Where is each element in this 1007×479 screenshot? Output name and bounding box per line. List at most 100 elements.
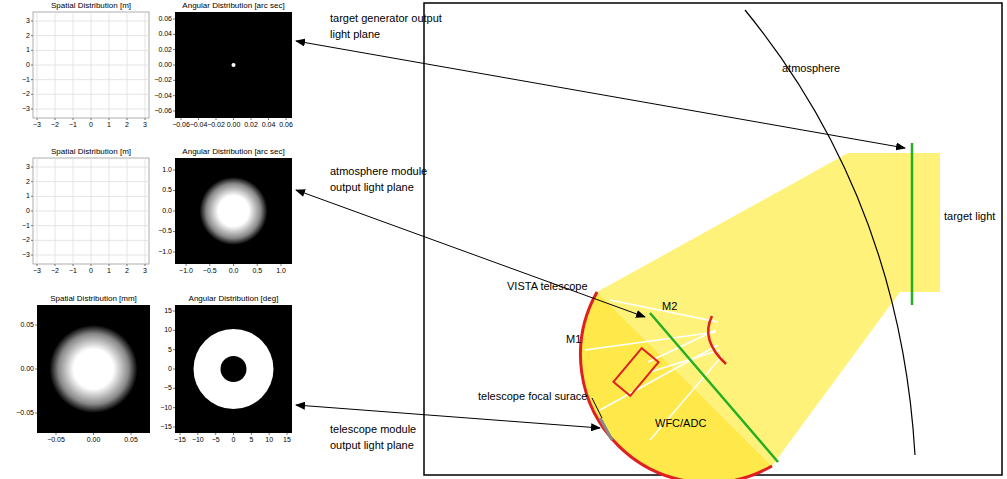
light-plane xyxy=(650,313,778,462)
tick-label: −3 xyxy=(33,121,41,129)
tick xyxy=(173,407,175,408)
tick xyxy=(173,65,175,66)
grid-line xyxy=(33,225,149,226)
tick-label: −5 xyxy=(212,436,220,444)
tick-label: −15 xyxy=(160,423,172,431)
tick-label: 0.06 xyxy=(279,121,293,129)
tick-label: 0 xyxy=(232,436,236,444)
frame xyxy=(424,3,1002,475)
part-label: WFC/ADC xyxy=(655,417,706,430)
tick xyxy=(173,190,175,191)
tick-label: 2 xyxy=(125,267,129,275)
tick-label: −1.0 xyxy=(158,248,172,256)
tick xyxy=(173,231,175,232)
grid-line xyxy=(33,240,149,241)
tick xyxy=(145,118,146,120)
tick xyxy=(127,118,128,120)
grid-line xyxy=(33,167,149,168)
plot-area xyxy=(33,12,149,118)
tick-label: 0.00 xyxy=(87,436,101,444)
tick xyxy=(209,264,210,266)
part-label: VISTA telescope xyxy=(507,280,588,293)
tick xyxy=(56,433,57,435)
tick xyxy=(233,264,234,266)
tick-label: 0 xyxy=(89,121,93,129)
seeing-disk xyxy=(200,177,268,245)
tick xyxy=(73,264,74,266)
tick xyxy=(31,109,33,110)
part-label: telescope focal surace xyxy=(478,390,587,403)
axis-title: Spatial Distribution [m] xyxy=(51,1,131,10)
tick xyxy=(173,49,175,50)
tick-label: 3 xyxy=(143,121,147,129)
tick xyxy=(31,225,33,226)
tick-label: −0.02 xyxy=(154,76,172,84)
axis-title: Angular Distribution [arc sec] xyxy=(182,147,284,156)
tick xyxy=(31,21,33,22)
tick xyxy=(286,118,287,120)
tick xyxy=(173,111,175,112)
tick xyxy=(180,433,181,435)
tick xyxy=(268,118,269,120)
tick-label: 3 xyxy=(143,267,147,275)
tick xyxy=(55,118,56,120)
grid-line xyxy=(33,21,149,22)
tick-label: 0 xyxy=(168,365,172,373)
grid-line xyxy=(33,65,149,66)
grid-line xyxy=(33,50,149,51)
tick-label: −10 xyxy=(160,404,172,412)
tick xyxy=(31,255,33,256)
axis-title: Angular Distribution [deg] xyxy=(189,294,279,303)
tick-label: −10 xyxy=(192,436,204,444)
tick-label: −0.06 xyxy=(172,121,190,129)
tick xyxy=(173,349,175,350)
tick-label: 1 xyxy=(107,267,111,275)
tick xyxy=(37,264,38,266)
callout-text: target generator output light plane xyxy=(330,10,442,42)
tick-label: 1 xyxy=(26,192,30,200)
tick-label: 1.0 xyxy=(276,267,286,275)
tick xyxy=(109,264,110,266)
tick xyxy=(145,264,146,266)
tick-label: 0.05 xyxy=(124,436,138,444)
tick-label: −0.02 xyxy=(207,121,225,129)
tick-label: 0.04 xyxy=(262,121,276,129)
tick-label: −0.06 xyxy=(154,107,172,115)
tick xyxy=(173,252,175,253)
point-source xyxy=(232,63,236,67)
tick-label: −0.05 xyxy=(47,436,65,444)
wfc-adc xyxy=(613,348,658,396)
tick-label: −0.5 xyxy=(203,267,217,275)
beam-label: target light xyxy=(944,210,995,223)
tick-label: 2 xyxy=(125,121,129,129)
m1-mirror xyxy=(581,292,772,479)
tick xyxy=(73,118,74,120)
region-label: atmosphere xyxy=(782,62,840,75)
tick-label: 10 xyxy=(164,326,172,334)
tick xyxy=(173,19,175,20)
tick xyxy=(173,34,175,35)
tick-label: 0 xyxy=(26,61,30,69)
grid-line xyxy=(33,79,149,80)
plot-area xyxy=(175,158,292,264)
tick xyxy=(173,388,175,389)
tick xyxy=(186,264,187,266)
tick xyxy=(287,433,288,435)
tick-label: 0.00 xyxy=(20,365,34,373)
tick xyxy=(91,264,92,266)
tick xyxy=(198,118,199,120)
tick-label: −15 xyxy=(174,436,186,444)
tick xyxy=(55,264,56,266)
tick xyxy=(31,196,33,197)
plot-area xyxy=(33,158,149,264)
tick-label: 3 xyxy=(26,17,30,25)
tick-label: 0.00 xyxy=(158,61,172,69)
tick-label: −1 xyxy=(22,222,30,230)
grid-line xyxy=(33,35,149,36)
tick-label: 10 xyxy=(265,436,273,444)
tick xyxy=(197,433,198,435)
light-plane xyxy=(911,143,914,305)
telescope-pupil xyxy=(581,292,772,479)
tick-label: 2 xyxy=(26,178,30,186)
